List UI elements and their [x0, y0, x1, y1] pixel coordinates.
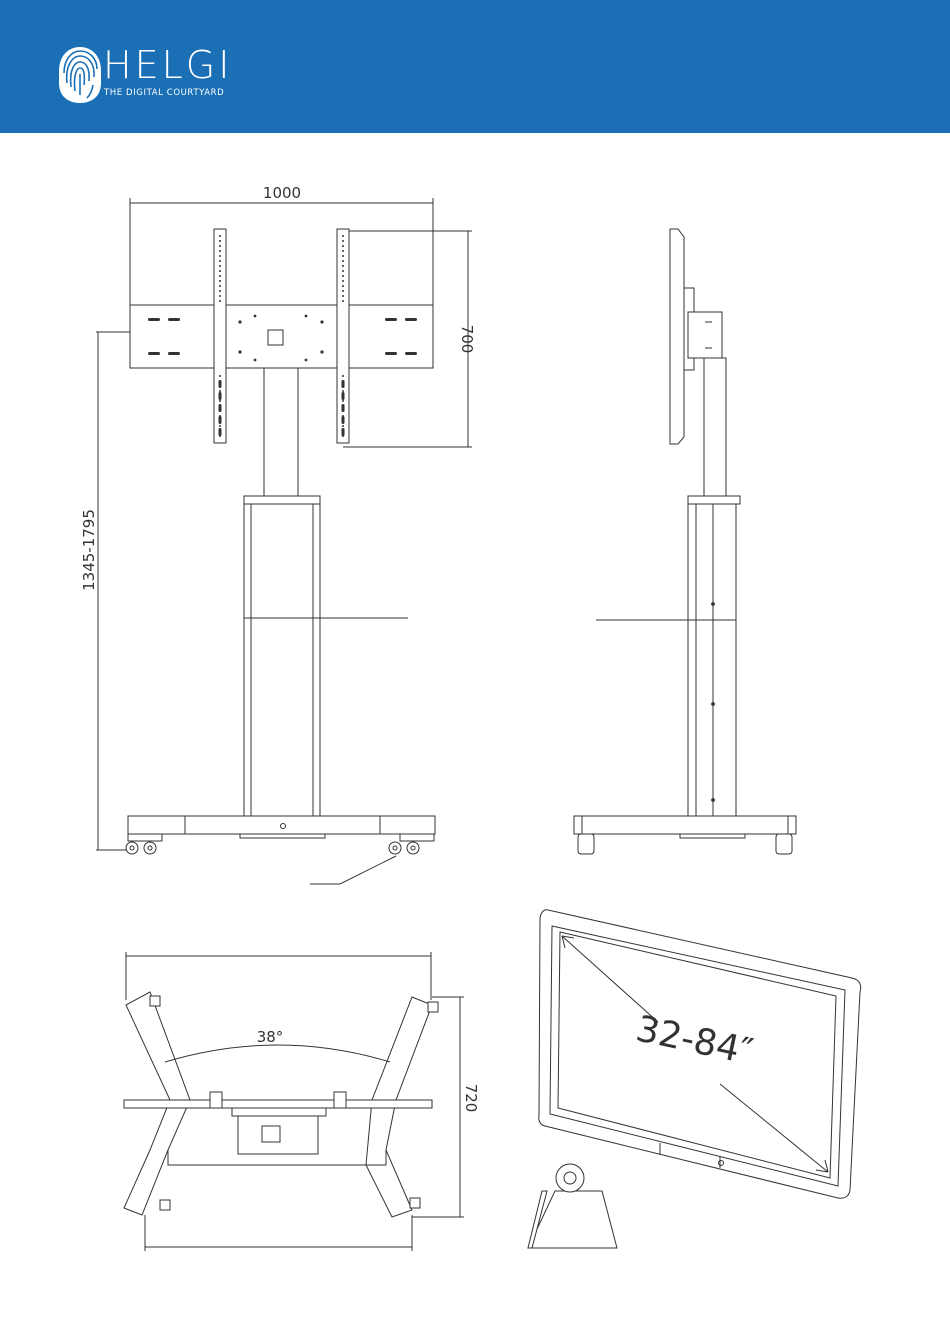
side-view [574, 229, 796, 854]
top-view [124, 952, 464, 1251]
front-view [96, 198, 472, 884]
leg-angle-label: 38° [257, 1028, 284, 1046]
base-depth-label: 720 [462, 1084, 480, 1113]
bracket-height-label: 700 [458, 325, 476, 354]
height-range-label: 1345-1795 [80, 509, 98, 591]
weight-icon [528, 1164, 617, 1248]
bracket-width-label: 1000 [263, 184, 301, 202]
